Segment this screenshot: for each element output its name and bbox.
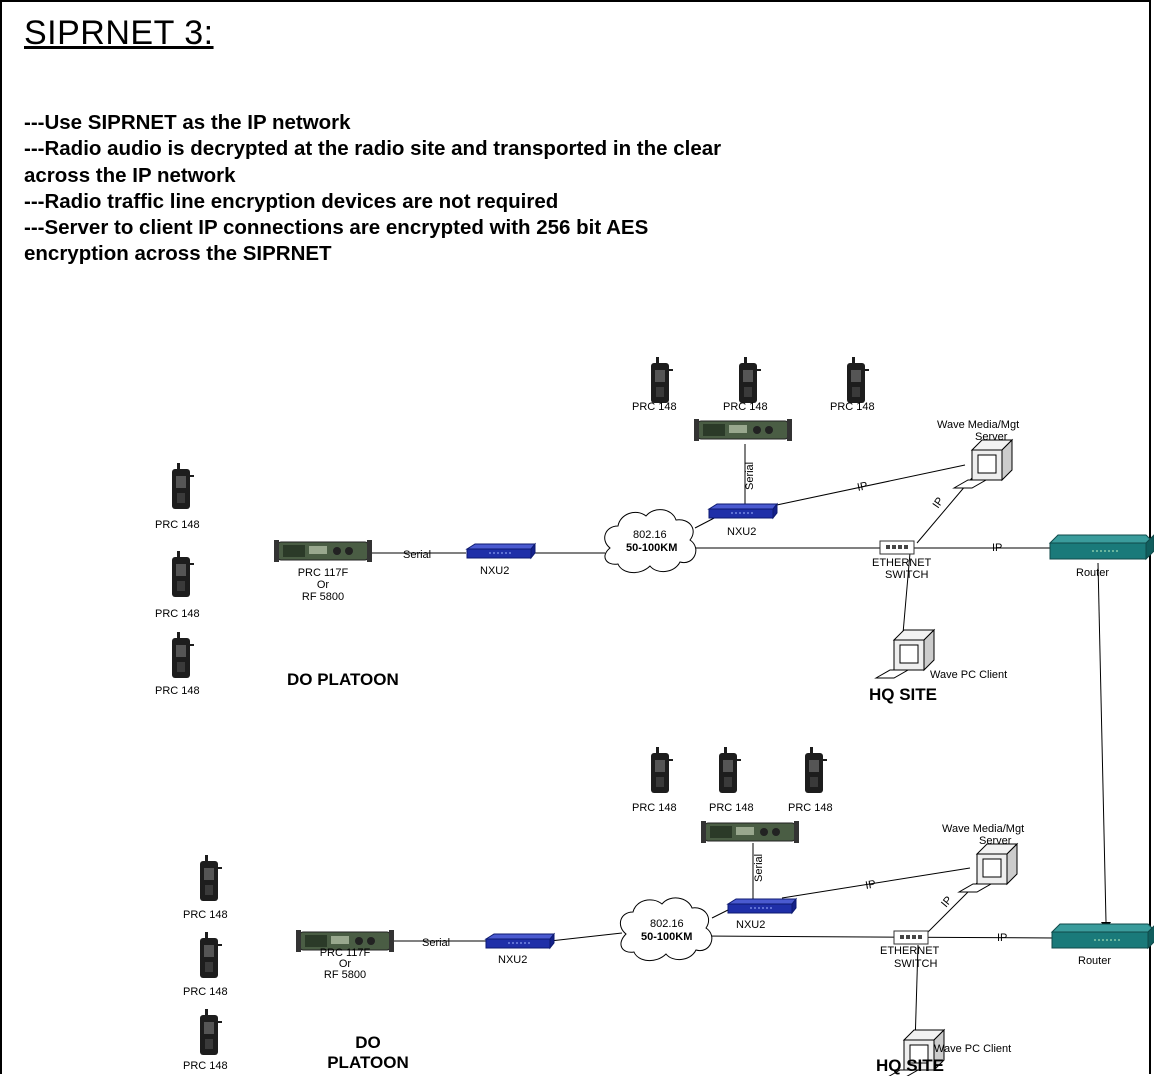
server-label: Wave Media/Mgt xyxy=(942,823,1024,835)
manpack-label: RF 5800 xyxy=(324,969,366,981)
manpack-radio-icon xyxy=(694,419,792,441)
server-label: Server xyxy=(979,835,1012,847)
handheld-radio-icon xyxy=(172,551,194,597)
handheld-radio-icon xyxy=(172,632,194,678)
ethernet-switch-icon xyxy=(894,931,928,944)
handheld-label: PRC 148 xyxy=(183,1060,228,1072)
handheld-radio-icon xyxy=(172,463,194,509)
link-nxu-cloud xyxy=(550,933,622,941)
switch-label: ETHERNET xyxy=(880,945,940,957)
handheld-label: PRC 148 xyxy=(155,685,200,697)
handheld-label: PRC 148 xyxy=(183,986,228,998)
switch-label: ETHERNET xyxy=(872,557,932,569)
router-label: Router xyxy=(1078,955,1111,967)
handheld-radio-icon xyxy=(651,747,673,793)
ip-label: IP xyxy=(864,878,876,892)
handheld-radio-icon xyxy=(847,357,869,403)
handheld-radio-icon xyxy=(200,932,222,978)
router-icon xyxy=(1050,535,1154,559)
handheld-radio-icon xyxy=(805,747,827,793)
cloud-label: 50-100KM xyxy=(626,542,677,554)
bottom-diagram: PRC 148 PRC 148 PRC 148 PRC 148 PRC 148 … xyxy=(183,747,1154,1076)
cloud-label: 802.16 xyxy=(633,529,667,541)
nxu-label: NXU2 xyxy=(736,919,765,931)
link-nxu-server xyxy=(782,868,970,898)
handheld-label: PRC 148 xyxy=(155,519,200,531)
pc-client-icon xyxy=(876,630,934,678)
handheld-label: PRC 148 xyxy=(788,802,833,814)
manpack-label: PRC 117F xyxy=(298,567,349,579)
serial-label: Serial xyxy=(403,549,431,561)
link-router-router xyxy=(1098,563,1106,922)
client-label: Wave PC Client xyxy=(930,669,1007,681)
handheld-label: PRC 148 xyxy=(632,802,677,814)
client-label: Wave PC Client xyxy=(934,1043,1011,1055)
router-label: Router xyxy=(1076,567,1109,579)
handheld-radio-icon xyxy=(719,747,741,793)
handheld-label: PRC 148 xyxy=(830,401,875,413)
serial-vertical-label: Serial xyxy=(753,854,765,882)
cloud-label: 802.16 xyxy=(650,918,684,930)
nxu2-device-icon xyxy=(486,934,554,948)
nxu2-device-icon xyxy=(709,504,777,518)
handheld-label: PRC 148 xyxy=(632,401,677,413)
switch-label: SWITCH xyxy=(885,569,928,581)
ip-label: IP xyxy=(856,480,869,494)
router-icon xyxy=(1052,924,1154,948)
serial-vertical-label: Serial xyxy=(744,462,756,490)
manpack-radio-icon xyxy=(701,821,799,843)
platoon-label: DO xyxy=(355,1033,381,1052)
nxu-label: NXU2 xyxy=(727,526,756,538)
platoon-label: PLATOON xyxy=(327,1053,409,1072)
nxu2-device-icon xyxy=(728,899,796,913)
site-label: HQ SITE xyxy=(876,1056,944,1075)
serial-label: Serial xyxy=(422,937,450,949)
server-computer-icon xyxy=(954,440,1012,488)
handheld-label: PRC 148 xyxy=(709,802,754,814)
ip-label: IP xyxy=(992,542,1002,554)
cloud-label: 50-100KM xyxy=(641,931,692,943)
site-label: HQ SITE xyxy=(869,685,937,704)
handheld-label: PRC 148 xyxy=(183,909,228,921)
handheld-radio-icon xyxy=(200,855,222,901)
ethernet-switch-icon xyxy=(880,541,914,554)
ip-label: IP xyxy=(997,932,1007,944)
server-label: Server xyxy=(975,431,1008,443)
nxu2-device-icon xyxy=(467,544,535,558)
platoon-label: DO PLATOON xyxy=(287,670,399,689)
handheld-radio-icon xyxy=(651,357,673,403)
manpack-radio-icon xyxy=(274,540,372,562)
manpack-label: RF 5800 xyxy=(302,591,344,603)
handheld-label: PRC 148 xyxy=(723,401,768,413)
switch-label: SWITCH xyxy=(894,958,937,970)
ip-label: IP xyxy=(931,495,947,510)
server-label: Wave Media/Mgt xyxy=(937,419,1019,431)
nxu-label: NXU2 xyxy=(480,565,509,577)
manpack-label: Or xyxy=(317,579,330,591)
handheld-radio-icon xyxy=(200,1009,222,1055)
nxu-label: NXU2 xyxy=(498,954,527,966)
handheld-radio-icon xyxy=(739,357,761,403)
handheld-label: PRC 148 xyxy=(155,608,200,620)
